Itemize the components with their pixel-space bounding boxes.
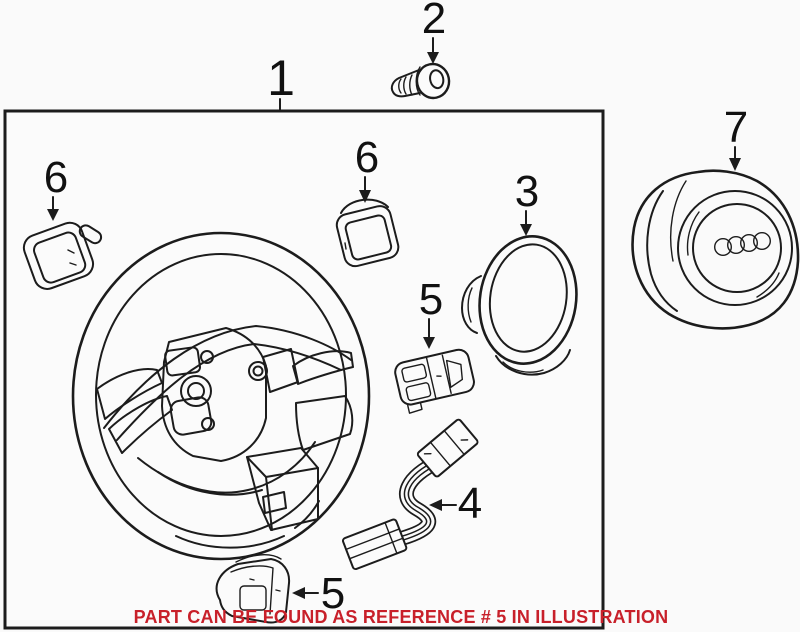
wheel-hub-plate bbox=[161, 327, 267, 462]
audi-rings-icon bbox=[714, 231, 772, 256]
callout-1-label: 1 bbox=[267, 50, 295, 106]
callout-3-label: 3 bbox=[515, 167, 539, 216]
callout-5-upper-label: 5 bbox=[419, 275, 443, 324]
callout-6-right-label: 6 bbox=[355, 133, 379, 182]
callout-5-lower-arrowhead bbox=[292, 587, 305, 599]
callout-7: 7 bbox=[724, 103, 748, 171]
wheel-center-boss bbox=[180, 375, 212, 407]
screw-drawing bbox=[390, 62, 451, 100]
callout-4-label: 4 bbox=[458, 479, 482, 528]
harness-connector-top bbox=[416, 418, 479, 478]
bolt-hole-upper bbox=[200, 350, 214, 364]
steering-wheel-drawing bbox=[71, 231, 371, 561]
callout-4-arrowhead bbox=[429, 499, 442, 511]
trim-ring-tab bbox=[461, 275, 482, 334]
switch-lower-drawing bbox=[215, 554, 291, 624]
callout-6-right-arrowhead bbox=[359, 190, 371, 203]
callout-5-upper-arrowhead bbox=[423, 337, 435, 349]
module-left-drawing bbox=[22, 221, 103, 290]
callout-6-left-arrowhead bbox=[47, 209, 59, 221]
callout-1: 1 bbox=[267, 50, 295, 111]
callout-2: 2 bbox=[422, 0, 446, 64]
callout-5-lower-label: 5 bbox=[321, 569, 345, 618]
trim-ring-drawing bbox=[461, 235, 578, 376]
module-right-drawing bbox=[335, 198, 400, 268]
wheel-inner-rim bbox=[95, 253, 347, 537]
callout-6-right: 6 bbox=[355, 133, 379, 203]
wheel-outer-rim bbox=[71, 231, 371, 561]
callout-3: 3 bbox=[515, 167, 539, 236]
module-left-stub bbox=[78, 224, 103, 245]
airbag-drawing bbox=[631, 169, 800, 330]
switch-upper-drawing bbox=[394, 348, 475, 414]
horn-contact bbox=[248, 361, 268, 381]
callout-5-upper: 5 bbox=[419, 275, 443, 349]
callout-2-label: 2 bbox=[422, 0, 446, 43]
illustration-box bbox=[3, 109, 605, 630]
callout-2-arrowhead bbox=[427, 52, 439, 64]
reference-note: PART CAN BE FOUND AS REFERENCE # 5 IN IL… bbox=[134, 607, 669, 627]
callout-7-label: 7 bbox=[724, 103, 748, 152]
callout-7-arrowhead bbox=[729, 158, 741, 171]
callout-3-arrowhead bbox=[520, 224, 532, 236]
callout-6-left: 6 bbox=[44, 153, 68, 221]
callout-6-left-label: 6 bbox=[44, 153, 68, 202]
callout-4: 4 bbox=[429, 479, 482, 528]
wiring-harness-drawing bbox=[342, 418, 479, 571]
column-shroud bbox=[246, 447, 319, 531]
harness-connector-bottom bbox=[342, 518, 408, 571]
callout-5-lower: 5 bbox=[292, 569, 345, 618]
